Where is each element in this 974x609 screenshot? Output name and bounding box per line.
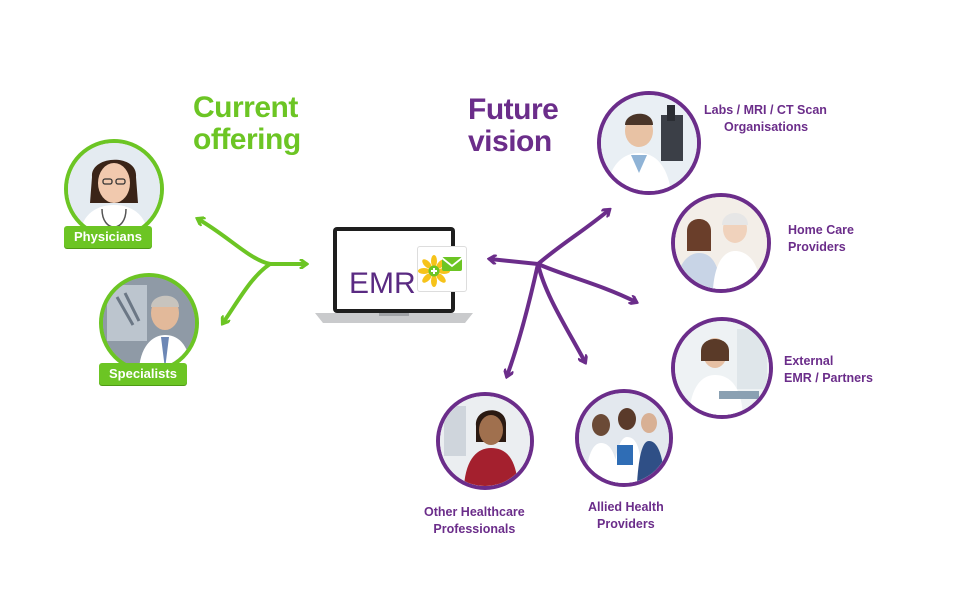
allied-health-label-line-1: Allied Health	[588, 500, 664, 514]
specialists-photo	[99, 273, 199, 373]
home-care-label: Home Care Providers	[788, 222, 854, 256]
arrow-to-other-healthcare	[507, 262, 540, 376]
future-heading-line-1: Future	[468, 93, 559, 126]
specialist-icon	[103, 277, 195, 369]
labs-label: Labs / MRI / CT Scan Organisations	[704, 102, 827, 136]
arrow-to-external	[536, 262, 636, 302]
emr-laptop: EMR	[315, 225, 473, 327]
physicians-photo	[64, 139, 164, 239]
home-care-label-line-1: Home Care	[788, 223, 854, 237]
allied-health-team-icon	[579, 393, 669, 483]
arrow-to-physicians	[198, 219, 272, 266]
allied-health-photo	[575, 389, 673, 487]
physician-icon	[68, 143, 160, 235]
specialists-label: Specialists	[99, 363, 187, 385]
healthcare-professional-icon	[440, 396, 530, 486]
emr-screen-text: EMR	[349, 267, 416, 300]
current-heading-line-1: Current	[193, 91, 298, 124]
emr-logo-tile	[417, 246, 467, 292]
home-care-icon	[675, 197, 767, 289]
arrow-to-labs	[536, 210, 609, 266]
future-vision-heading: Future vision	[468, 93, 559, 158]
allied-health-label: Allied Health Providers	[588, 499, 664, 533]
external-emr-label-line-1: External	[784, 354, 834, 368]
other-healthcare-photo	[436, 392, 534, 490]
labs-label-line-2: Organisations	[724, 120, 809, 134]
allied-health-label-line-2: Providers	[597, 517, 655, 531]
arrow-to-specialists	[223, 262, 272, 323]
arrow-to-allied	[536, 262, 585, 362]
physicians-label: Physicians	[64, 226, 152, 248]
receptionist-icon	[675, 321, 769, 415]
arrow-to-laptop-from-future	[490, 259, 540, 266]
external-emr-label: External EMR / Partners	[784, 353, 873, 387]
external-emr-photo	[671, 317, 773, 419]
other-healthcare-label: Other Healthcare Professionals	[424, 504, 525, 538]
other-healthcare-label-line-1: Other Healthcare	[424, 505, 525, 519]
home-care-label-line-2: Providers	[788, 240, 846, 254]
current-offering-heading: Current offering	[193, 92, 301, 156]
other-healthcare-label-line-2: Professionals	[433, 522, 516, 536]
external-emr-label-line-2: EMR / Partners	[784, 371, 873, 385]
labs-photo	[597, 91, 701, 195]
home-care-photo	[671, 193, 771, 293]
lab-scientist-icon	[601, 95, 697, 191]
future-heading-line-2: vision	[468, 125, 552, 158]
labs-label-line-1: Labs / MRI / CT Scan	[704, 103, 827, 117]
current-heading-line-2: offering	[193, 123, 301, 156]
sunflower-mail-icon	[418, 255, 463, 287]
